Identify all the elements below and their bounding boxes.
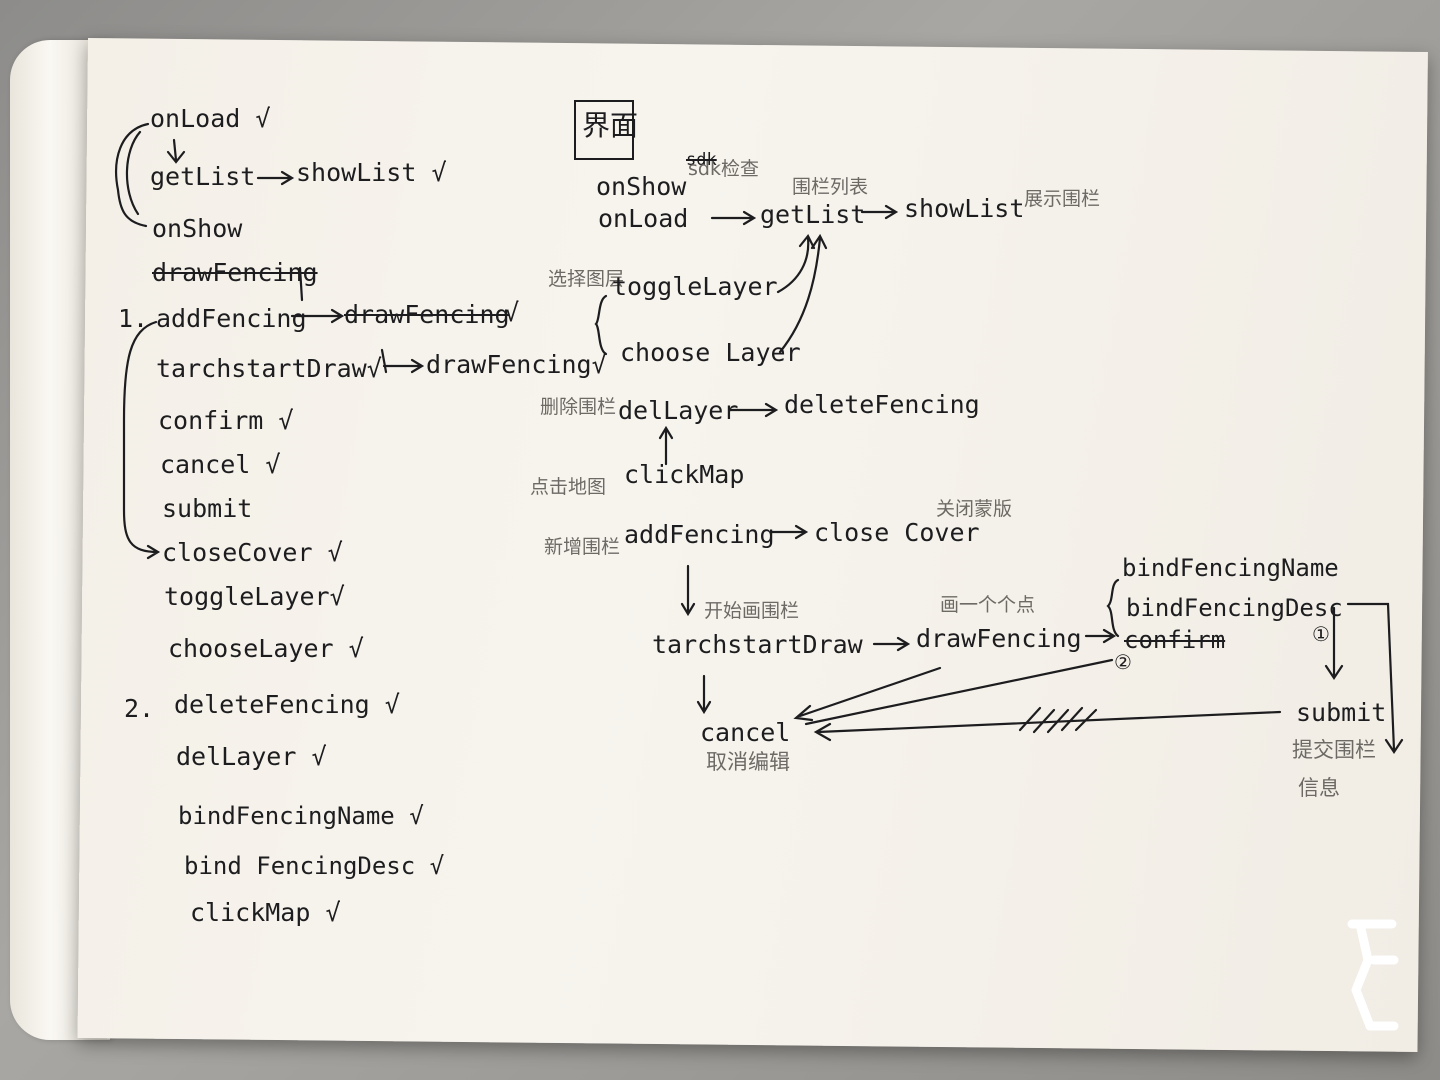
arrow-draw-cancel	[793, 666, 942, 722]
left-dellayer: delLayer √	[176, 742, 327, 771]
right-drawfencing: drawFencing	[916, 624, 1082, 653]
right-clickmap: clickMap	[624, 460, 745, 489]
left-chooselayer: chooseLayer √	[168, 634, 364, 663]
arrow-desc-submit	[1324, 606, 1344, 680]
left-drawfencing-struck2: drawFencing	[344, 300, 510, 329]
right-submit-note1: 提交围栏	[1292, 738, 1376, 762]
left-drawfencing-struck: drawFencing	[152, 258, 318, 287]
right-draw-points-note: 画一个个点	[940, 594, 1036, 616]
brace-layer	[594, 294, 608, 356]
right-close-mask-note: 关闭蒙版	[936, 498, 1013, 520]
stroke-tick	[380, 348, 388, 374]
stroke-vertical	[298, 266, 304, 302]
left-deletefencing: deleteFencing √	[174, 690, 400, 719]
right-dellayer: delLayer	[618, 396, 739, 425]
right-submit: submit	[1296, 698, 1387, 727]
left-bindfencingname: bindFencingName √	[178, 802, 424, 830]
right-cancel-note: 取消编辑	[706, 750, 790, 774]
arrow-add-close	[770, 524, 809, 540]
right-onshow: onShow	[596, 172, 687, 201]
left-closecover: closeCover √	[162, 538, 343, 567]
right-tarchstartdraw: tarchstartDraw	[652, 630, 863, 659]
right-getlist-note: 围栏列表	[792, 176, 869, 198]
arrow-getlist-showlist-r	[860, 204, 899, 220]
right-bindfencingname: bindFencingName	[1122, 554, 1339, 582]
right-confirm-struck: confirm	[1124, 626, 1226, 654]
right-new-fence-note: 新增围栏	[544, 536, 621, 558]
arrow-addfencing	[290, 308, 345, 324]
left-bracket	[122, 320, 161, 560]
right-onload: onLoad	[598, 204, 689, 233]
loop-curve-inner	[125, 130, 142, 216]
left-tarchstartdraw: tarchstartDraw√	[156, 354, 382, 383]
right-cancel: cancel	[700, 718, 791, 747]
right-sdk-check: sdk检查	[688, 158, 759, 180]
left-drawfencing: drawFencing√	[426, 350, 607, 379]
interface-box	[574, 100, 634, 160]
arrow-tarch-drawr	[872, 636, 911, 652]
hatch-marks	[1018, 706, 1098, 734]
left-getlist: getList	[150, 162, 256, 191]
right-chooselayer: choose Layer	[620, 338, 801, 367]
interface-label: 界面	[582, 109, 639, 142]
left-togglelayer: toggleLayer√	[164, 582, 345, 611]
arrow-draw-brace	[1084, 628, 1117, 644]
left-check-a: √	[504, 298, 520, 327]
left-cancel: cancel √	[160, 450, 281, 479]
right-select-layer-note: 选择图层	[548, 268, 625, 290]
left-confirm: confirm √	[158, 406, 294, 435]
arrow-tarch-cancel	[696, 674, 712, 715]
right-getlist: getList	[760, 200, 866, 229]
brace-bind	[1106, 578, 1120, 638]
right-start-draw-note: 开始画围栏	[704, 600, 800, 622]
arrow-onload-getlist	[710, 210, 757, 226]
right-togglelayer: toggleLayer	[612, 272, 778, 301]
right-delete-fence-note: 删除围栏	[540, 396, 617, 418]
left-bindfencingdesc: bind FencingDesc √	[184, 852, 445, 880]
right-closecover: close Cover	[814, 518, 980, 547]
right-bindfencingdesc: bindFencingDesc	[1126, 594, 1343, 622]
arrow-getlist-showlist	[256, 170, 295, 186]
left-onload: onLoad √	[150, 104, 271, 133]
left-clickmap: clickMap √	[190, 898, 341, 927]
right-submit-note2: 信息	[1298, 776, 1340, 800]
left-num2: 2.	[124, 694, 155, 723]
left-onshow: onShow	[152, 214, 243, 243]
left-num1: 1.	[118, 304, 149, 333]
right-circle2: ②	[1114, 650, 1132, 674]
right-showlist: showList	[904, 194, 1025, 223]
arrow-toggle-up	[776, 233, 816, 294]
right-addfencing: addFencing	[624, 520, 775, 549]
left-showlist: showList √	[296, 158, 447, 187]
right-circle1: ①	[1312, 622, 1330, 646]
arrow-click-up	[658, 425, 674, 466]
right-onshow-struck: sdk	[686, 150, 717, 170]
right-click-map-note: 点击地图	[530, 476, 607, 498]
left-submit: submit	[162, 494, 253, 523]
arrow-confirm-cancel	[804, 658, 1114, 726]
arrow-submit-cancel	[813, 710, 1282, 742]
down-arrow-getlist	[166, 138, 186, 164]
left-addfencing: addFencing	[156, 304, 307, 333]
arrow-add-down	[680, 564, 696, 617]
loop-curve	[115, 122, 150, 228]
arrow-choose-up	[778, 233, 828, 354]
arrow-right-loop	[1346, 602, 1404, 754]
right-deletefencing: deleteFencing	[784, 390, 980, 419]
arrow-del	[728, 402, 779, 418]
arrow-tarch-draw	[382, 358, 425, 374]
right-showlist-note: 展示围栏	[1024, 188, 1101, 210]
